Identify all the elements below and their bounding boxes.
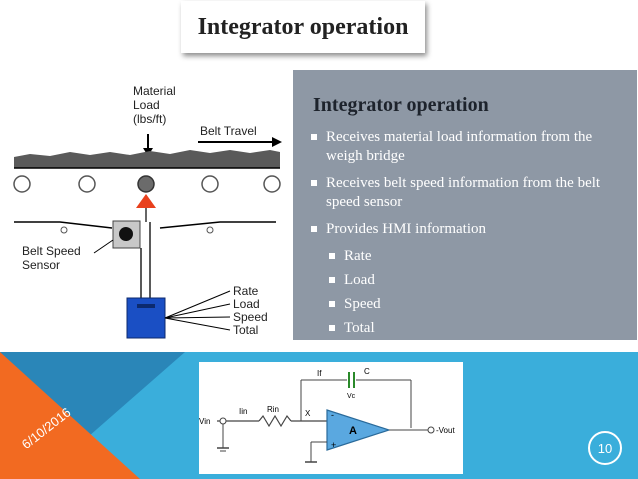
output-rate-label: Rate — [233, 284, 259, 298]
integrator-display — [137, 304, 155, 308]
output-line-speed — [164, 316, 231, 319]
bullet-list: Receives material load information from … — [311, 128, 631, 343]
circuit-iin-label: Iin — [239, 407, 247, 416]
material-pile — [14, 150, 280, 168]
output-line-rate — [164, 290, 231, 319]
info-heading: Integrator operation — [313, 94, 489, 116]
sub-bullet-item: Total — [329, 319, 631, 338]
idler-roller — [13, 175, 31, 193]
bullet-item: Receives belt speed information from the… — [311, 174, 631, 212]
belt-travel-label: Belt Travel — [200, 124, 257, 138]
op-amp-minus: - — [331, 410, 334, 420]
idler-roller — [263, 175, 281, 193]
op-amp-icon — [326, 409, 391, 451]
conveyor-diagram — [13, 134, 282, 339]
bullet-item: Provides HMI information — [311, 220, 631, 239]
resistor-icon — [258, 414, 292, 428]
output-total-label: Total — [233, 323, 259, 337]
output-load-label: Load — [233, 297, 260, 311]
circuit-amp-label: A — [349, 425, 357, 437]
return-roller — [206, 226, 214, 234]
circuit-vout-label: -Vout — [436, 426, 455, 435]
weigh-idler-roller — [137, 175, 155, 193]
op-amp-plus: + — [331, 440, 336, 450]
return-belt — [14, 221, 276, 229]
circuit-if-label: If — [317, 369, 322, 378]
integrator-circuit: - + Vin Iin Rin X If C Vc A -Vout — [199, 362, 463, 474]
belt-travel-arrowhead — [272, 137, 282, 147]
output-line-total — [164, 317, 231, 331]
sensor-pointer-line — [93, 239, 114, 254]
info-panel: Integrator operation Receives material l… — [293, 70, 637, 340]
idler-roller — [78, 175, 96, 193]
material-load-label: Material Load (lbs/ft) — [133, 84, 176, 126]
page-number: 10 — [588, 431, 622, 465]
slide-title: Integrator operation — [197, 13, 409, 40]
speed-sensor-wheel-icon — [119, 227, 133, 241]
orange-accent-shape — [0, 352, 140, 479]
circuit-vc-label: Vc — [347, 393, 356, 400]
belt-speed-sensor-label: Belt Speed Sensor — [22, 244, 81, 272]
output-line-load — [164, 303, 231, 319]
circuit-vin-label: Vin — [199, 417, 210, 426]
output-speed-label: Speed — [233, 310, 268, 324]
circuit-diagram: - + Vin Iin Rin X If C Vc A -Vout — [199, 367, 455, 463]
input-terminal-icon — [219, 417, 227, 425]
output-terminal-icon — [427, 426, 435, 434]
circuit-c-label: C — [364, 367, 370, 376]
bullet-item: Receives material load information from … — [311, 128, 631, 166]
sub-bullet-item: Load — [329, 271, 631, 290]
circuit-rin-label: Rin — [267, 405, 279, 414]
sub-bullet-item: Rate — [329, 247, 631, 266]
circuit-x-label: X — [305, 409, 311, 418]
return-roller — [60, 226, 68, 234]
idler-roller — [201, 175, 219, 193]
slide-title-box: Integrator operation — [181, 1, 425, 53]
sub-bullet-item: Speed — [329, 295, 631, 314]
load-cell-icon — [136, 194, 156, 208]
